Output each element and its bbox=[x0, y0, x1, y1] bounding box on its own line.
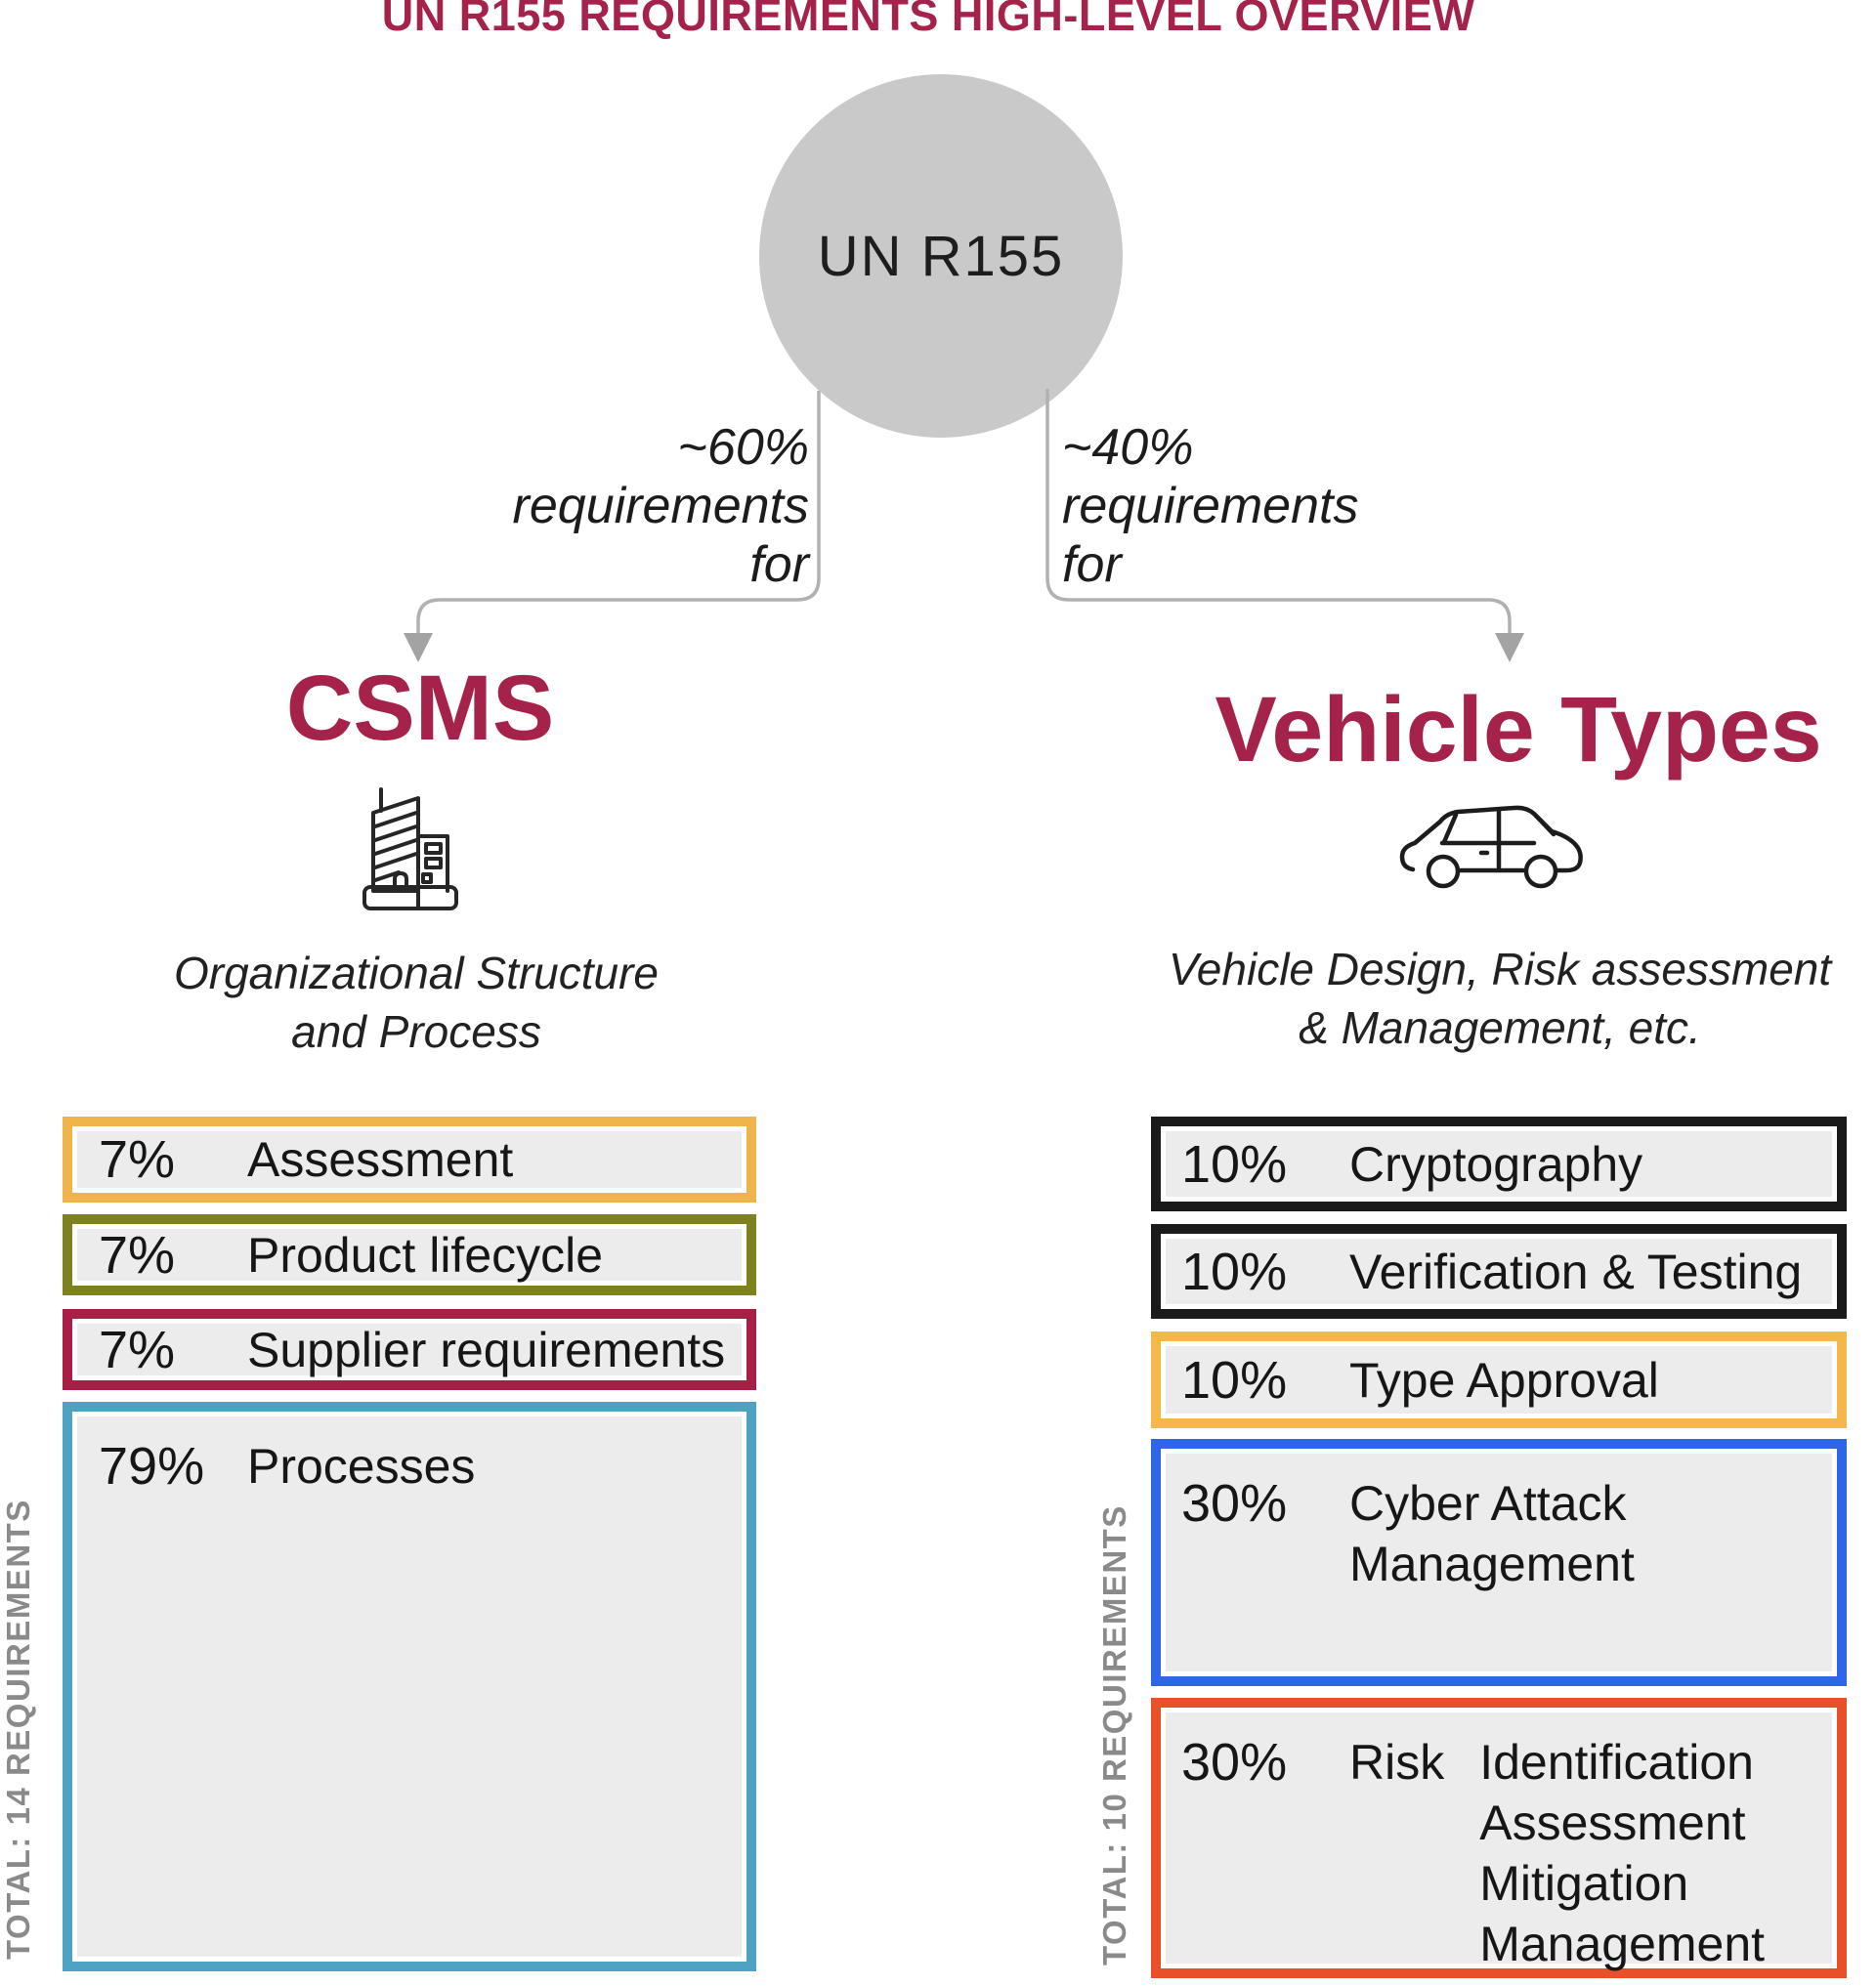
row-label: Assessment bbox=[247, 1132, 514, 1187]
row-label-line: Management bbox=[1479, 1917, 1766, 1971]
right-branch-label: ~40% requirements for bbox=[1062, 418, 1482, 594]
vehicle-types-subtitle-line: Vehicle Design, Risk assessment bbox=[1168, 944, 1832, 994]
requirement-row-processes: 79% Processes bbox=[63, 1402, 756, 1971]
row-label: Supplier requirements bbox=[247, 1322, 726, 1377]
requirement-row-supplier-requirements: 7% Supplier requirements bbox=[63, 1309, 756, 1390]
right-total-label: TOTAL: 10 REQUIREMENTS bbox=[1096, 1504, 1132, 1965]
percent-value: 10% bbox=[1181, 1134, 1288, 1194]
percent-value: 7% bbox=[99, 1225, 176, 1285]
vehicle-types-subtitle-line: & Management, etc. bbox=[1299, 1002, 1701, 1053]
row-label-line: Assessment bbox=[1479, 1796, 1746, 1850]
row-label: Risk Identification Assessment Mitigatio… bbox=[1349, 1732, 1765, 1974]
requirement-row-product-lifecycle: 7% Product lifecycle bbox=[63, 1214, 756, 1295]
left-connector-line bbox=[416, 391, 821, 635]
percent-value: 79% bbox=[99, 1437, 205, 1496]
percent-value: 10% bbox=[1181, 1242, 1288, 1301]
row-label-line: Cyber Attack bbox=[1349, 1476, 1627, 1531]
row-content: 10% Type Approval bbox=[1166, 1346, 1832, 1414]
csms-subtitle: Organizational Structure and Process bbox=[74, 944, 758, 1061]
csms-heading: CSMS bbox=[285, 656, 555, 760]
vehicle-types-heading: Vehicle Types bbox=[1215, 678, 1822, 782]
left-branch-text: for bbox=[749, 536, 809, 593]
vehicle-types-subtitle: Vehicle Design, Risk assessment & Manage… bbox=[1158, 940, 1842, 1057]
csms-subtitle-line: and Process bbox=[291, 1006, 541, 1057]
right-branch-text: for bbox=[1062, 536, 1122, 593]
left-branch-text: requirements bbox=[512, 478, 809, 534]
row-content: 10% Verification & Testing bbox=[1166, 1239, 1832, 1304]
requirement-row-assessment: 7% Assessment bbox=[63, 1117, 756, 1203]
building-icon bbox=[362, 787, 458, 910]
right-connector-line bbox=[1045, 389, 1512, 635]
row-label: Verification & Testing bbox=[1349, 1244, 1803, 1299]
percent-value: 30% bbox=[1181, 1733, 1288, 1792]
branch-connectors bbox=[404, 389, 1524, 662]
row-content: 30% Cyber Attack Management bbox=[1166, 1454, 1832, 1671]
right-branch-percent: ~40% bbox=[1062, 419, 1194, 476]
row-label-line: Identification bbox=[1479, 1735, 1754, 1790]
percent-value: 30% bbox=[1181, 1474, 1288, 1533]
arrow-down-icon bbox=[404, 633, 433, 662]
arrow-down-icon bbox=[1495, 633, 1524, 662]
row-label: Cyber Attack Management bbox=[1349, 1473, 1635, 1594]
page-title: UN R155 REQUIREMENTS HIGH-LEVEL OVERVIEW bbox=[381, 0, 1475, 40]
requirement-row-cyber-attack-management: 30% Cyber Attack Management bbox=[1151, 1439, 1847, 1686]
row-label-stack: Identification Assessment Mitigation Man… bbox=[1479, 1732, 1765, 1974]
car-icon bbox=[1399, 805, 1583, 889]
right-branch-text: requirements bbox=[1062, 478, 1359, 534]
left-total-label: TOTAL: 14 REQUIREMENTS bbox=[0, 1499, 36, 1960]
csms-subtitle-line: Organizational Structure bbox=[173, 948, 660, 998]
root-node-label: UN R155 bbox=[817, 224, 1065, 288]
row-label-prefix: Risk bbox=[1349, 1735, 1445, 1790]
row-label-line: Management bbox=[1349, 1537, 1635, 1591]
requirement-row-type-approval: 10% Type Approval bbox=[1151, 1331, 1847, 1428]
row-label: Product lifecycle bbox=[247, 1227, 604, 1283]
percent-value: 10% bbox=[1181, 1350, 1288, 1410]
row-content: 79% Processes bbox=[77, 1416, 742, 1957]
root-node-circle: UN R155 bbox=[759, 74, 1123, 438]
row-content: 30% Risk Identification Assessment Mitig… bbox=[1166, 1712, 1832, 1971]
percent-value: 7% bbox=[99, 1320, 176, 1379]
row-content: 7% Product lifecycle bbox=[77, 1226, 742, 1285]
row-content: 7% Supplier requirements bbox=[77, 1321, 742, 1379]
left-branch-percent: ~60% bbox=[677, 419, 809, 476]
requirement-row-cryptography: 10% Cryptography bbox=[1151, 1117, 1847, 1211]
row-label: Type Approval bbox=[1349, 1352, 1659, 1408]
row-label: Cryptography bbox=[1349, 1136, 1643, 1192]
percent-value: 7% bbox=[99, 1130, 176, 1189]
row-label: Processes bbox=[247, 1439, 476, 1494]
row-content: 7% Assessment bbox=[77, 1130, 742, 1189]
row-content: 10% Cryptography bbox=[1166, 1131, 1832, 1197]
requirement-row-verification-testing: 10% Verification & Testing bbox=[1151, 1224, 1847, 1319]
requirement-row-risk-identification: 30% Risk Identification Assessment Mitig… bbox=[1151, 1698, 1847, 1978]
row-label-line: Mitigation bbox=[1479, 1856, 1689, 1911]
left-branch-label: ~60% requirements for bbox=[399, 418, 809, 594]
